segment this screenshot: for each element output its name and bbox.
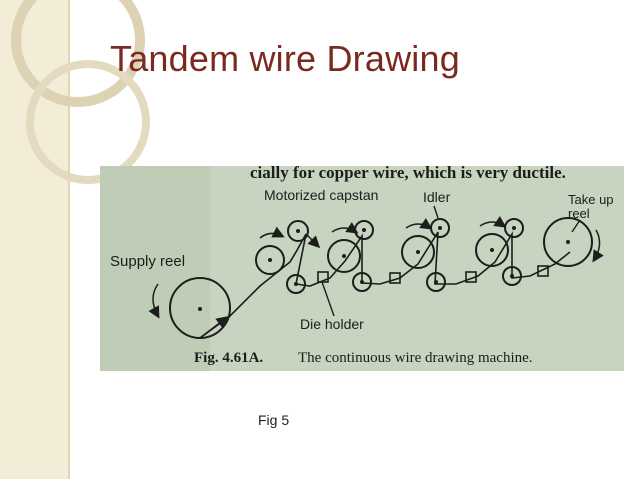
deco-circle-small: [26, 60, 150, 184]
wire-arrow-1: [305, 233, 321, 249]
figure-caption: Fig 5: [258, 412, 290, 428]
capstan-3: [401, 235, 435, 269]
label-die-holder: Die holder: [300, 316, 364, 332]
capstan-2: [327, 239, 361, 273]
supply-reel-hub: [198, 307, 202, 311]
wire-drawing-diagram: cially for copper wire, which is very du…: [100, 166, 624, 371]
idler-pointer: [433, 205, 439, 219]
die-holder-4: [537, 265, 549, 277]
supply-rotation-arrow: [148, 283, 160, 319]
slide-title: Tandem wire Drawing: [110, 38, 460, 79]
label-supply-reel: Supply reel: [110, 253, 185, 270]
book-fig-title: The continuous wire drawing machine.: [298, 350, 533, 366]
diagram-photo: cially for copper wire, which is very du…: [100, 166, 624, 371]
idler-bottom-2: [352, 272, 372, 292]
capstan-unit-1: [255, 220, 309, 294]
die-holder-pointer: [321, 281, 335, 317]
wire-path: [199, 231, 571, 339]
label-take-up-reel: reel: [568, 206, 590, 221]
die-holder-1: [317, 271, 329, 283]
wire-arrow-supply: [199, 316, 229, 339]
capstan-unit-2: [327, 220, 374, 292]
idler-top-1: [287, 220, 309, 242]
idler-bottom-1: [286, 274, 306, 294]
take-up-reel-hub: [566, 240, 570, 244]
take-up-rotation-arrow: [592, 229, 604, 263]
idler-bottom-3: [426, 272, 446, 292]
label-idler: Idler: [423, 189, 451, 205]
label-motorized-capstan: Motorized capstan: [264, 187, 378, 203]
capstan-4: [475, 233, 509, 267]
book-fig-number: Fig. 4.61A.: [194, 350, 263, 366]
capstan-1: [255, 245, 285, 275]
deco-circle-large: [11, 0, 145, 107]
capstan-unit-3: [401, 205, 450, 292]
die-holder-3: [465, 271, 477, 283]
book-text: cially for copper wire, which is very du…: [250, 166, 566, 182]
idler-top-4: [504, 218, 524, 238]
capstan-unit-4: [475, 216, 524, 286]
decorative-circles: [11, 0, 150, 184]
idler-bottom-4: [502, 266, 522, 286]
take-up-reel-circle: [543, 217, 593, 267]
label-take-up: Take up: [568, 192, 614, 207]
die-holder-2: [389, 272, 401, 284]
